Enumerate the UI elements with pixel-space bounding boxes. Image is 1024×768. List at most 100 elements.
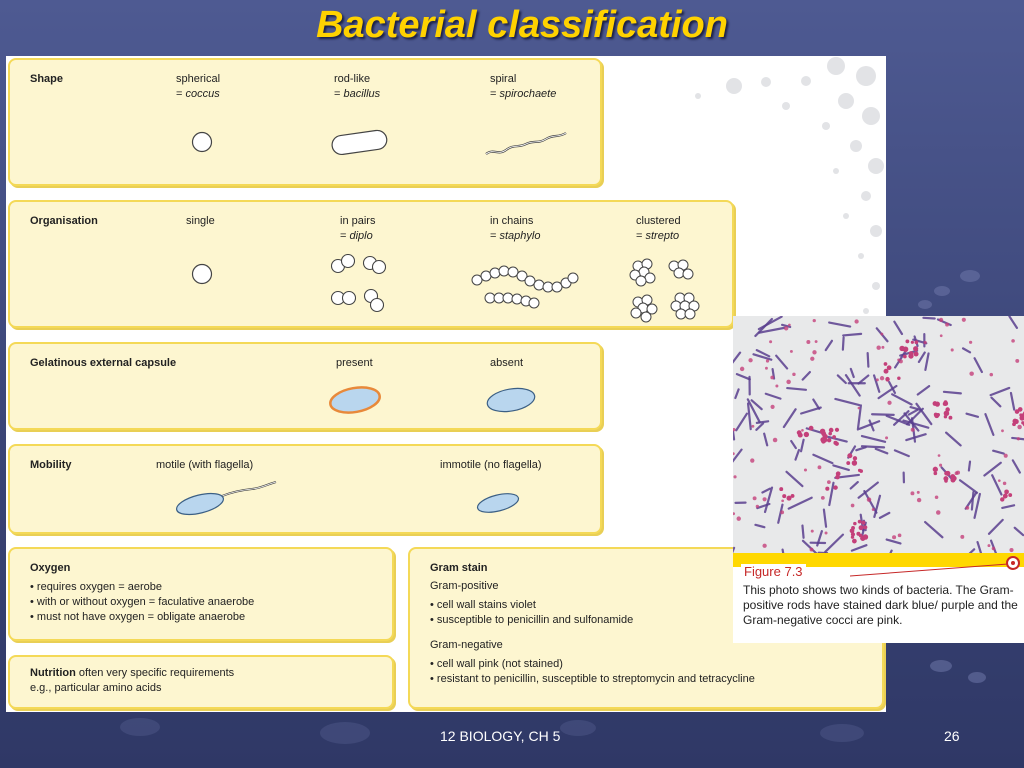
panel-dot-pattern (695, 57, 884, 314)
rod-bacterium (945, 431, 962, 447)
coccus-bacterium (938, 317, 944, 322)
coccus-bacterium (809, 547, 814, 552)
coccus-bacterium (851, 460, 858, 466)
non-flagellated-cell-diagram (476, 493, 520, 513)
coccus-bacterium (887, 400, 892, 405)
coccus-bacterium (934, 412, 940, 419)
coccus-bacterium (770, 404, 775, 409)
coccus-bacterium (987, 544, 991, 548)
coccus-bacterium (989, 372, 994, 377)
rod-bacterium (917, 351, 926, 363)
coccus-bacterium (852, 538, 857, 544)
rod-bacterium (824, 339, 834, 352)
rod-bacterium (824, 533, 845, 553)
rod-bacterium (735, 373, 751, 381)
organisation-clustered-label: clustered (636, 215, 681, 227)
decorative-dot (320, 722, 370, 744)
figure-pointer-line (850, 563, 1009, 577)
nutrition-line-2: e.g., particular amino acids (30, 682, 162, 694)
coccus-bacterium (789, 349, 793, 353)
coccus-bacterium (880, 332, 884, 336)
oxygen-line: • must not have oxygen = obligate anaero… (30, 611, 246, 623)
decorative-dot (820, 724, 864, 742)
shape-spiral-term: = spirochaete (490, 88, 557, 100)
coccus-bacterium (824, 531, 828, 535)
rod-bacterium (987, 518, 1004, 535)
coccus-bacterium (1019, 413, 1023, 417)
figure-label: Figure 7.3 (741, 564, 806, 579)
coccus-bacterium (748, 358, 753, 363)
rod-bacterium (871, 413, 895, 416)
rod-bacterium (860, 445, 886, 449)
rod-bacterium (754, 523, 766, 529)
oxygen-heading: Oxygen (30, 562, 71, 574)
rod-bacterium (827, 435, 848, 443)
rod-bacterium (888, 381, 897, 394)
coccus-bacterium (849, 528, 855, 534)
coccus-bacterium (762, 543, 767, 548)
rod-bacterium (841, 336, 845, 351)
coccus-bacterium (933, 471, 938, 476)
coccus-bacterium (822, 433, 828, 440)
shape-heading: Shape (30, 73, 64, 85)
rod-bacterium (857, 481, 879, 499)
decorative-dot (934, 286, 950, 296)
rod-bacterium (733, 351, 742, 364)
coccus-bacterium (913, 346, 919, 352)
rod-bacterium (873, 494, 882, 519)
coccus-bacterium (828, 431, 832, 436)
mobility-immotile-label: immotile (no flagella) (440, 459, 542, 471)
rod-bacterium (922, 316, 936, 320)
coccus-bacterium (871, 508, 875, 511)
rod-bacterium (786, 386, 808, 391)
coccus-bacterium (801, 428, 804, 432)
coccus-bacterium (910, 340, 914, 344)
rod-bacterium (885, 538, 902, 545)
gram-positive-heading: Gram-positive (430, 580, 499, 592)
coccus-bacterium (932, 466, 938, 472)
rod-bacterium (872, 374, 881, 393)
rod-bacterium (781, 548, 785, 553)
rod-bacterium (842, 332, 863, 337)
coccus-bacterium (997, 479, 1001, 483)
rod-bacterium (733, 546, 736, 553)
shape-box: Shape spherical = coccus rod-like = baci… (8, 58, 602, 186)
rod-bacterium (746, 398, 761, 424)
single-coccus-diagram (191, 263, 213, 285)
rod-bacterium (967, 460, 972, 472)
rod-bacterium (761, 487, 772, 494)
organisation-chains-label: in chains (490, 215, 534, 227)
coccus-bacterium (943, 410, 950, 417)
coccus-bacterium (775, 384, 779, 388)
shape-spiral-label: spiral (490, 73, 517, 85)
rod-bacterium (836, 374, 847, 385)
coccus-bacterium (1003, 495, 1007, 499)
coccus-bacterium (833, 485, 838, 490)
coccus-bacterium (876, 345, 881, 350)
coccus-bacterium (934, 401, 940, 407)
rod-bacterium (799, 438, 805, 453)
decorative-dot (560, 720, 596, 736)
bacillus-diagram (331, 129, 388, 156)
shape-spherical-term: = coccus (176, 88, 220, 100)
rod-bacterium (755, 348, 771, 358)
shape-rod-label: rod-like (334, 73, 371, 85)
rod-bacterium (801, 370, 811, 381)
rod-bacterium (1008, 316, 1019, 329)
coccus-bacterium (1012, 418, 1018, 424)
oxygen-line: • with or without oxygen = faculative an… (30, 596, 255, 608)
coccus-bacterium (765, 366, 768, 370)
coccus-bacterium (1008, 493, 1013, 497)
decorative-dot (120, 718, 160, 736)
organisation-clustered-term: = strepto (636, 230, 680, 242)
rod-bacterium (1011, 459, 1021, 474)
rod-bacterium (832, 464, 850, 472)
coccus-bacterium (881, 345, 885, 349)
coccus-bacterium (939, 334, 943, 338)
rod-bacterium (752, 353, 773, 361)
coccus-bacterium (991, 546, 996, 551)
coccus-bacterium (814, 340, 818, 343)
organisation-chains-term: = staphylo (490, 230, 541, 242)
coccus-bacterium (812, 319, 816, 323)
rod-bacterium (877, 384, 898, 400)
